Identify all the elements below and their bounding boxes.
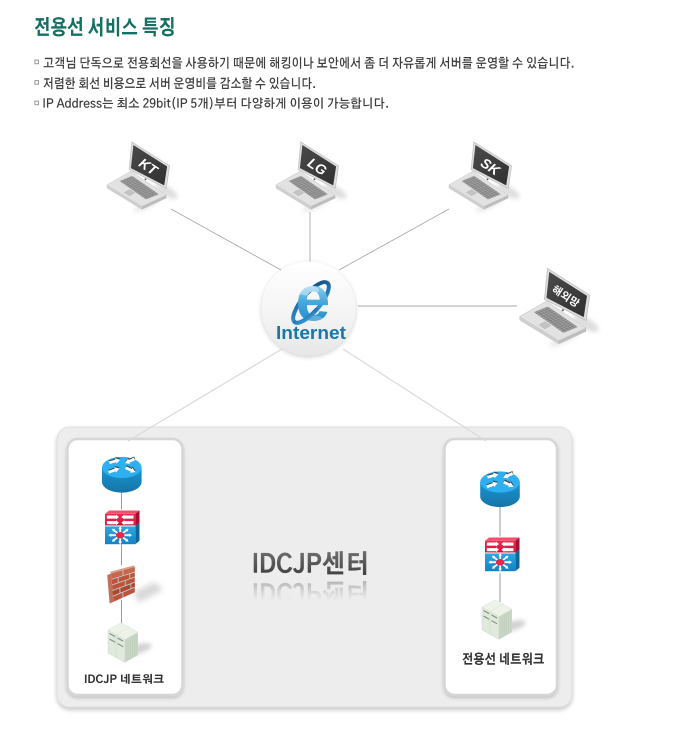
svg-text:Internet: Internet [276,323,346,343]
